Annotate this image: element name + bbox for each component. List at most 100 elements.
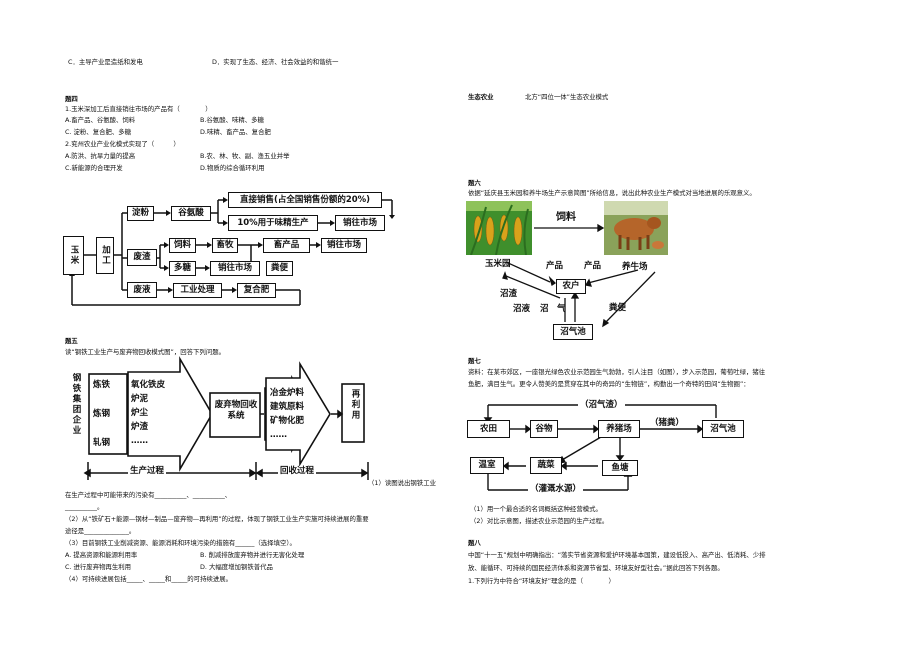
q7-question-1: （1）用一个最合适的名词概括这种经营模式。 — [470, 505, 602, 513]
production-process-label: 生产过程 — [128, 466, 167, 477]
waste-furnace-dust: 炉尘 — [131, 408, 149, 418]
q4-title: 题四 — [65, 95, 78, 103]
q8-title: 题八 — [468, 539, 481, 547]
corn-box: 玉米 — [63, 236, 84, 275]
q6-text: 依据“延庆县玉米园和养牛场生产示意简图”所给信息，说出此种农业生产模式对当地进展… — [468, 189, 756, 197]
waste-slag: 炉渣 — [131, 422, 149, 432]
waste-iron-oxide: 氧化铁皮 — [131, 380, 166, 390]
reuse-label: 再利用 — [350, 389, 360, 421]
irrigation-label: （灌溉水源） — [528, 484, 584, 495]
q7-text-line-1: 资料：在某市郊区，一座银光绿色农业示范园生气勃勃，引人注目（如图），步入示范园，… — [468, 368, 766, 376]
step-rolling: 轧钢 — [93, 438, 111, 448]
market-box-1: 销往市场 — [335, 215, 385, 231]
option-d-text: D．实现了生态、经济、社会效益的和谐统一 — [212, 58, 339, 66]
eco-agriculture-label: 生态农业 — [468, 93, 494, 101]
cattle-farm-label: 养牛场 — [622, 262, 648, 272]
q5-q3-option-a: A. 提高资源和能源利用率 — [65, 551, 138, 559]
manure-box: 粪便 — [266, 261, 293, 276]
four-in-one-model-label: 北方“四位一体”生态农业模式 — [525, 93, 609, 101]
product-label-1: 产品 — [546, 261, 564, 271]
q8-text-line-2: 放、能循环、可持续的国民经济体系和资源节省型、环境友好型社会。”据此回答下列各题… — [468, 564, 724, 572]
q4-q2-option-d: D.物质的综合循环利用 — [200, 164, 265, 172]
q7-question-2: （2）对比示意图，描述农业示范园的生产过程。 — [470, 517, 609, 525]
pig-manure-label: （猪粪） — [650, 418, 685, 428]
q4-q2-option-a: A.防洪、抗旱力量的提高 — [65, 152, 136, 160]
q5-question-1: （1）读图说出钢铁工业 — [368, 479, 436, 487]
step-ironmaking: 炼铁 — [93, 380, 111, 390]
market-box-2: 销往市场 — [321, 238, 367, 253]
industrial-treatment-box: 工业处理 — [173, 283, 222, 298]
q4-question-2: 2.兖州农业产业化模式实现了（ ） — [65, 140, 180, 148]
q5-title: 题五 — [65, 337, 78, 345]
q5-intro: 读“钢铁工业生产与废弃物回收模式图”，回答下列问题。 — [65, 348, 225, 356]
q5-question-1-blank: __________。 — [65, 503, 104, 511]
biogas-residue-label: （沼气渣） — [578, 400, 625, 411]
q5-q3-option-d: D. 大幅度增加钢铁普代品 — [200, 563, 273, 571]
feed-box: 饲料 — [169, 238, 196, 253]
q6-title: 题六 — [468, 179, 481, 187]
corn-field-image — [466, 201, 532, 255]
product-mineral-fertilizer: 矿物化肥 — [270, 416, 305, 426]
sugar-box: 多糖 — [169, 261, 196, 276]
biogas-liquid-label: 沼液 — [513, 304, 531, 314]
farmland-box: 农田 — [467, 420, 510, 438]
biogas-pool-box: 沼气池 — [553, 324, 593, 340]
recycling-process-label: 回收过程 — [278, 466, 317, 477]
q7-text-line-2: 鱼肥，满目生气。更令人赞美的是贯穿在其中的奇异的“生物链”，构勤出一个奇特的田间… — [468, 380, 750, 388]
greenhouse-box: 温室 — [470, 457, 504, 474]
biogas-label: 沼 气 — [540, 304, 566, 314]
fish-pond-box: 鱼塘 — [602, 460, 638, 476]
waste-liquid-box: 废液 — [127, 282, 157, 298]
product-metallurgical-charge: 冶金炉料 — [270, 388, 305, 398]
q4-q2-option-b: B.农、林、牧、副、渔五业并举 — [200, 152, 290, 160]
q4-q1-option-c: C. 淀粉、复合肥、多糖 — [65, 128, 132, 136]
pig-farm-box: 养猪场 — [598, 420, 640, 438]
waste-etc: …… — [131, 436, 148, 446]
starch-box: 淀粉 — [127, 206, 154, 221]
residue-box: 废渣 — [127, 249, 157, 266]
q5-question-4: （4）可持续进展包括_____、_____和_____的可持续进展。 — [65, 575, 233, 583]
direct-sale-box: 直接销售(占全国销售份额的20%) — [228, 192, 382, 208]
market-box-3: 销往市场 — [210, 261, 260, 276]
q4-q1-option-d: D.味精、畜产品、复合肥 — [200, 128, 271, 136]
cattle-image — [604, 201, 668, 255]
waste-furnace-mud: 炉泥 — [131, 394, 149, 404]
q5-question-2-cont: 途径是______________。 — [65, 527, 136, 535]
q5-q3-option-c: C. 进行废弃物再生利用 — [65, 563, 132, 571]
animal-products-box: 畜产品 — [263, 238, 310, 253]
livestock-box: 畜牧 — [212, 238, 238, 253]
q4-q2-option-c: C.新能源的合理开发 — [65, 164, 123, 172]
glutamic-acid-box: 谷氨酸 — [171, 206, 211, 221]
product-building-materials: 建筑原料 — [270, 402, 305, 412]
q8-text-line-1: 中国“十一五”规划中明确指出：“落实节省资源和爱护环境基本国策，建设低投入、高产… — [468, 551, 766, 559]
step-steelmaking: 炼钢 — [93, 409, 111, 419]
option-c-text: C．主导产业是造纸和发电 — [68, 58, 143, 66]
q5-question-1-cont: 在生产过程中可能带来的污染有__________、__________、 — [65, 491, 232, 499]
q5-question-2: （2）从“铁矿石+能源—钢材—制品—废弃物—再利用”的过程，体现了钢铁工业生产实… — [65, 515, 369, 523]
q4-question-1: 1.玉米深加工后直接销往市场的产品有（ ） — [65, 105, 212, 113]
steel-group-label: 钢铁集团企业 — [71, 373, 81, 436]
waste-recovery-system-text: 废弃物回收系统 — [214, 400, 258, 421]
grain-box: 谷物 — [530, 420, 558, 438]
vegetables-box: 蔬菜 — [530, 457, 562, 474]
q5-question-3: （3）目前钢铁工业削减资源、能源消耗和环境污染的措施有______（选择填空）。 — [65, 539, 296, 547]
biogas-digester-box: 沼气池 — [702, 420, 744, 438]
corn-garden-label: 玉米园 — [485, 259, 511, 269]
processing-box: 加工 — [96, 237, 114, 274]
product-label-2: 产品 — [584, 261, 602, 271]
manure-label: 粪便 — [609, 303, 627, 313]
q5-q3-option-b: B. 削减排放废弃物并进行无害化处理 — [200, 551, 305, 559]
feed-label: 饲料 — [556, 212, 576, 223]
compound-fertilizer-box: 复合肥 — [237, 283, 276, 298]
q4-q1-option-b: B.谷氨酸、味精、多糖 — [200, 116, 264, 124]
biogas-slag-label: 沼渣 — [500, 289, 518, 299]
farmer-box: 农户 — [556, 279, 586, 294]
q8-question-1: 1.下列行为中符合“环境友好”理念的是（ ） — [468, 577, 615, 585]
q4-q1-option-a: A.畜产品、谷氨酸、饲料 — [65, 116, 136, 124]
q7-title: 题七 — [468, 357, 481, 365]
msg-production-box: 10%用于味精生产 — [228, 215, 318, 231]
